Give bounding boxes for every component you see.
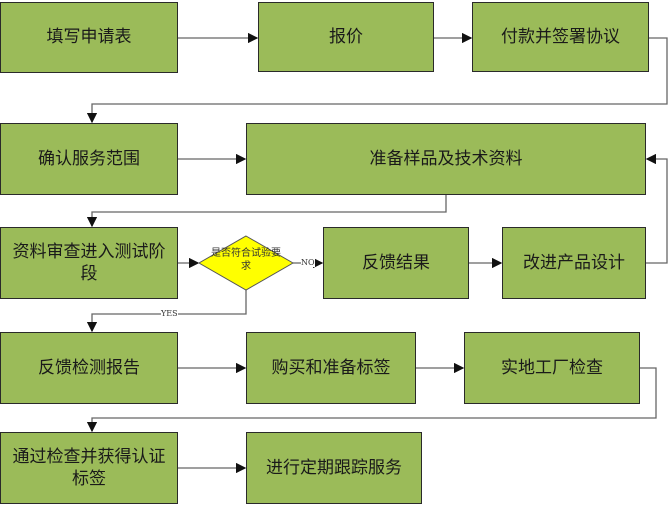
decision-text: 是否符合试验要求 [211, 248, 281, 272]
step-document-review: 资料审查进入测试阶段 [0, 227, 178, 299]
arrow-s8-s5 [645, 153, 668, 264]
step-quotation: 报价 [258, 2, 434, 72]
step-factory-inspection: 实地工厂检查 [464, 332, 640, 404]
arrow-s3-s4 [86, 37, 668, 124]
decision-diamond [197, 235, 295, 291]
step-payment-agreement: 付款并签署协议 [472, 2, 649, 72]
step-improve-design: 改进产品设计 [502, 227, 646, 299]
no-label: NO [301, 258, 315, 267]
step-confirm-scope: 确认服务范围 [0, 123, 178, 195]
step-prepare-samples: 准备样品及技术资料 [246, 123, 646, 195]
yes-label: YES [161, 309, 178, 318]
step-test-report: 反馈检测报告 [0, 332, 178, 404]
step-fill-application: 填写申请表 [0, 2, 178, 73]
arrow-s11-s12 [86, 367, 657, 433]
step-feedback-result: 反馈结果 [323, 227, 469, 299]
step-follow-up: 进行定期跟踪服务 [246, 432, 422, 504]
arrow-s5-s6 [86, 195, 447, 228]
step-buy-labels: 购买和准备标签 [246, 332, 416, 404]
step-certification: 通过检查并获得认证标签 [0, 432, 178, 504]
